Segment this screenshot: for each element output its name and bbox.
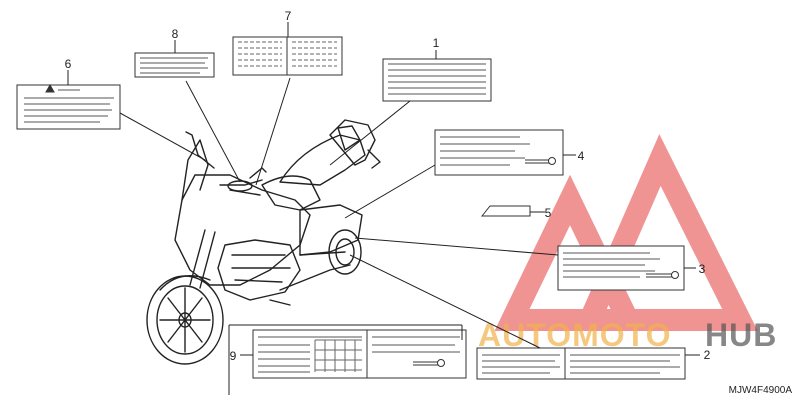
callout-3: 3 (699, 262, 706, 276)
engine-fins (231, 254, 291, 283)
leader-1 (329, 100, 411, 166)
engine (217, 239, 301, 301)
leader-7 (255, 77, 291, 186)
label-5-placard (480, 205, 531, 217)
callout-9: 9 (230, 349, 237, 363)
leader-8 (185, 80, 241, 183)
mirror-right (249, 167, 267, 179)
leader-6 (119, 112, 206, 161)
windscreen (181, 139, 209, 201)
tail-light (367, 149, 381, 169)
fuel-cap (227, 180, 253, 192)
callout-5: 5 (545, 206, 552, 220)
callout-1: 1 (433, 36, 440, 50)
label-9-placard (252, 329, 467, 379)
watermark-text: AUTOMOTO HUB (478, 317, 777, 353)
watermark-text-light: AUTOMOTO (478, 317, 671, 353)
callout-7: 7 (285, 9, 292, 23)
label-1-placard (382, 58, 492, 102)
front-fender (159, 275, 211, 291)
fuel-tank (261, 175, 321, 211)
label-8-placard (134, 52, 215, 78)
label-4-placard (434, 129, 564, 176)
front-wheel (146, 275, 224, 365)
leader-4 (344, 164, 436, 219)
callout-numbers: 1 2 3 4 5 6 7 8 9 (65, 9, 711, 363)
side-panel (299, 204, 363, 256)
mirror-left (185, 131, 215, 169)
rear-cowl (329, 119, 376, 166)
footpeg (269, 299, 291, 306)
luggage-rack (337, 125, 361, 151)
leader-2 (349, 254, 541, 349)
callout-4: 4 (578, 149, 585, 163)
watermark-logo (494, 134, 758, 331)
bracket-9 (228, 324, 463, 395)
callout-2: 2 (704, 348, 711, 362)
leader-lines (67, 22, 700, 395)
label-3-placard (557, 245, 685, 291)
label-placards (16, 36, 686, 380)
swingarm (299, 251, 346, 256)
leader-3 (354, 237, 559, 256)
label-7-placard (232, 36, 343, 76)
callout-6: 6 (65, 57, 72, 71)
watermark-text-dark: HUB (705, 317, 777, 353)
seat (279, 134, 366, 186)
front-fairing (174, 174, 311, 286)
label-6-placard (16, 83, 121, 130)
motorcycle-drawing (146, 119, 381, 365)
callout-8: 8 (172, 27, 179, 41)
exhaust (279, 264, 351, 291)
watermark-triangle-right (573, 134, 758, 331)
label-2-placard (476, 347, 686, 380)
part-code: MJW4F4900A (729, 385, 793, 396)
